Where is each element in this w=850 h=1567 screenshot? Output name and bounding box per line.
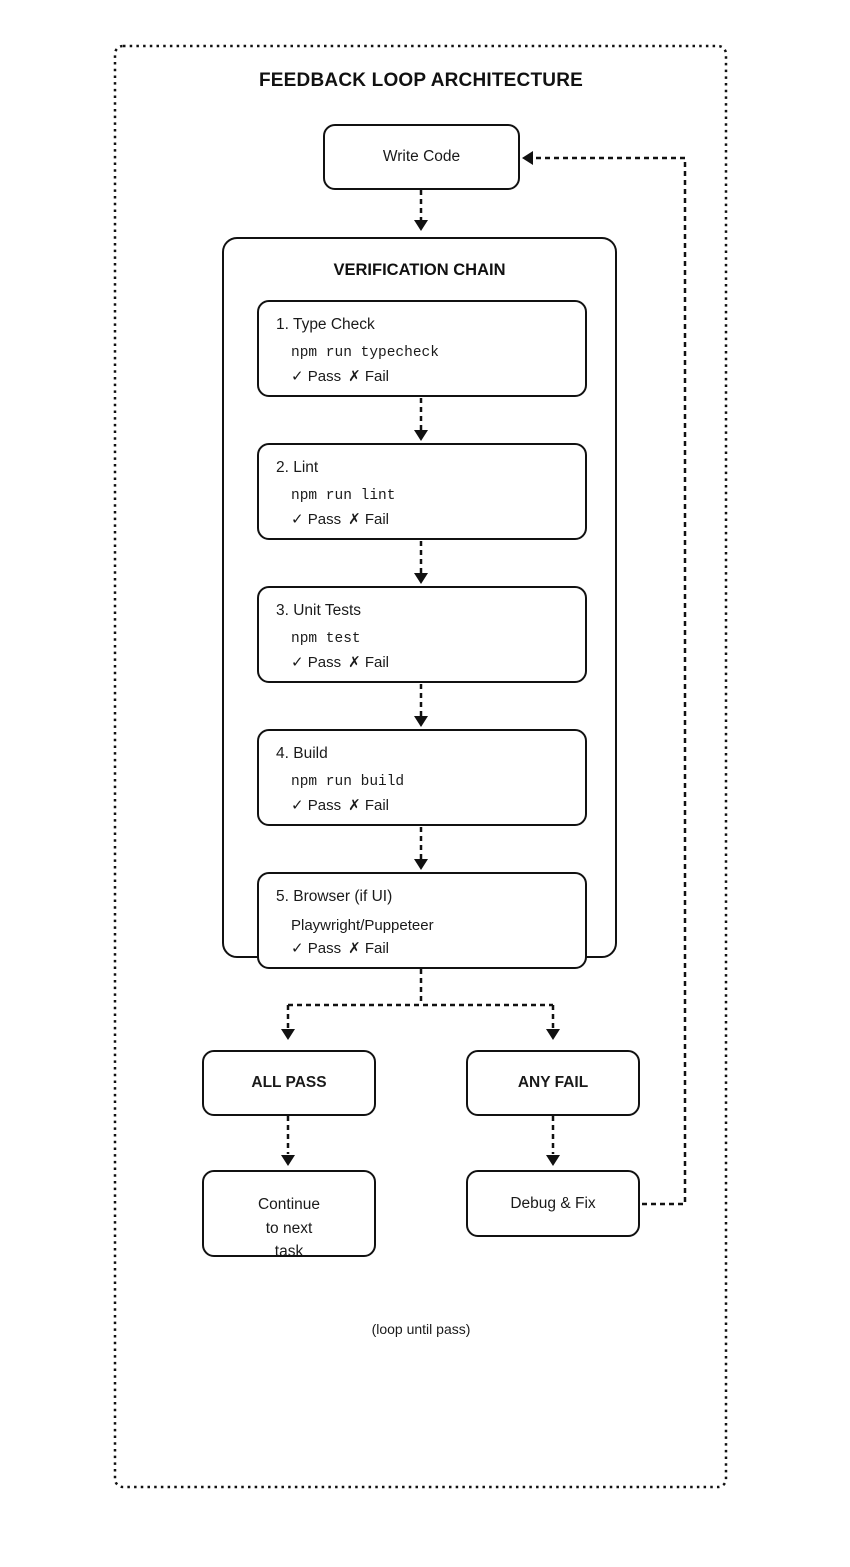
arrowhead-step3-step4 [414, 716, 428, 727]
arrowhead-anyfail-debug [546, 1155, 560, 1166]
node-any-fail-label: ANY FAIL [517, 1074, 589, 1091]
arrowhead-step1-step2 [414, 430, 428, 441]
step-name: 4. Build [276, 745, 328, 762]
pass-label: ✓ Pass [291, 654, 342, 671]
node-all-pass: ALL PASS [202, 1050, 376, 1116]
arrowhead-allpass-continue [281, 1155, 295, 1166]
node-step-unit-tests: 3. Unit Tests npm test ✓ Pass ✗ Fail [257, 586, 587, 683]
fail-label: ✗ Fail [348, 654, 389, 671]
step-command: Playwright/Puppeteer [291, 917, 434, 934]
pass-label: ✓ Pass [291, 797, 342, 814]
fail-label: ✗ Fail [348, 368, 389, 385]
pass-label: ✓ Pass [291, 511, 342, 528]
pass-label: ✓ Pass [291, 368, 342, 385]
node-continue-line2: to next [265, 1219, 313, 1237]
step-name: 3. Unit Tests [276, 602, 362, 619]
diagram-title: FEEDBACK LOOP ARCHITECTURE [259, 70, 583, 91]
step-command: npm run lint [291, 488, 396, 504]
step-command: npm run build [291, 774, 405, 790]
node-step-lint: 2. Lint npm run lint ✓ Pass ✗ Fail [257, 443, 587, 540]
loop-note: (loop until pass) [371, 1321, 471, 1337]
arrowhead-step2-step3 [414, 573, 428, 584]
feedback-loop-line [533, 156, 687, 1206]
step-name: 5. Browser (if UI) [276, 888, 393, 905]
arrowhead-split-anyfail [546, 1029, 560, 1040]
step-result: ✓ Pass ✗ Fail [291, 510, 389, 529]
arrowhead-step4-step5 [414, 859, 428, 870]
node-continue-line3: task [274, 1243, 304, 1257]
arrowhead-feedback-to-write [522, 151, 533, 165]
node-write-code: Write Code [323, 124, 520, 190]
verification-chain-title: VERIFICATION CHAIN [333, 261, 506, 279]
step-result: ✓ Pass ✗ Fail [291, 796, 389, 815]
fail-label: ✗ Fail [348, 940, 389, 957]
node-all-pass-label: ALL PASS [251, 1074, 327, 1091]
node-write-code-label: Write Code [382, 148, 461, 165]
fail-label: ✗ Fail [348, 511, 389, 528]
step-name: 1. Type Check [276, 316, 375, 333]
outer-dotted-frame [113, 44, 728, 1489]
arrowhead-write-to-chain [414, 220, 428, 231]
node-step-build: 4. Build npm run build ✓ Pass ✗ Fail [257, 729, 587, 826]
node-step-type-check: 1. Type Check npm run typecheck ✓ Pass ✗ … [257, 300, 587, 397]
node-step-browser: 5. Browser (if UI) Playwright/Puppeteer … [257, 872, 587, 969]
step-result: ✓ Pass ✗ Fail [291, 939, 389, 958]
arrowhead-split-allpass [281, 1029, 295, 1040]
step-command: npm run typecheck [291, 345, 439, 361]
pass-label: ✓ Pass [291, 940, 342, 957]
node-continue-line1: Continue [257, 1196, 321, 1213]
fail-label: ✗ Fail [348, 797, 389, 814]
step-command: npm test [291, 631, 361, 647]
node-debug-fix: Debug & Fix [466, 1170, 640, 1237]
node-debug-fix-label: Debug & Fix [510, 1194, 596, 1212]
node-any-fail: ANY FAIL [466, 1050, 640, 1116]
node-continue-next-task: Continue to next task [202, 1170, 376, 1257]
step-name: 2. Lint [276, 459, 319, 476]
step-result: ✓ Pass ✗ Fail [291, 653, 389, 672]
step-result: ✓ Pass ✗ Fail [291, 367, 389, 386]
